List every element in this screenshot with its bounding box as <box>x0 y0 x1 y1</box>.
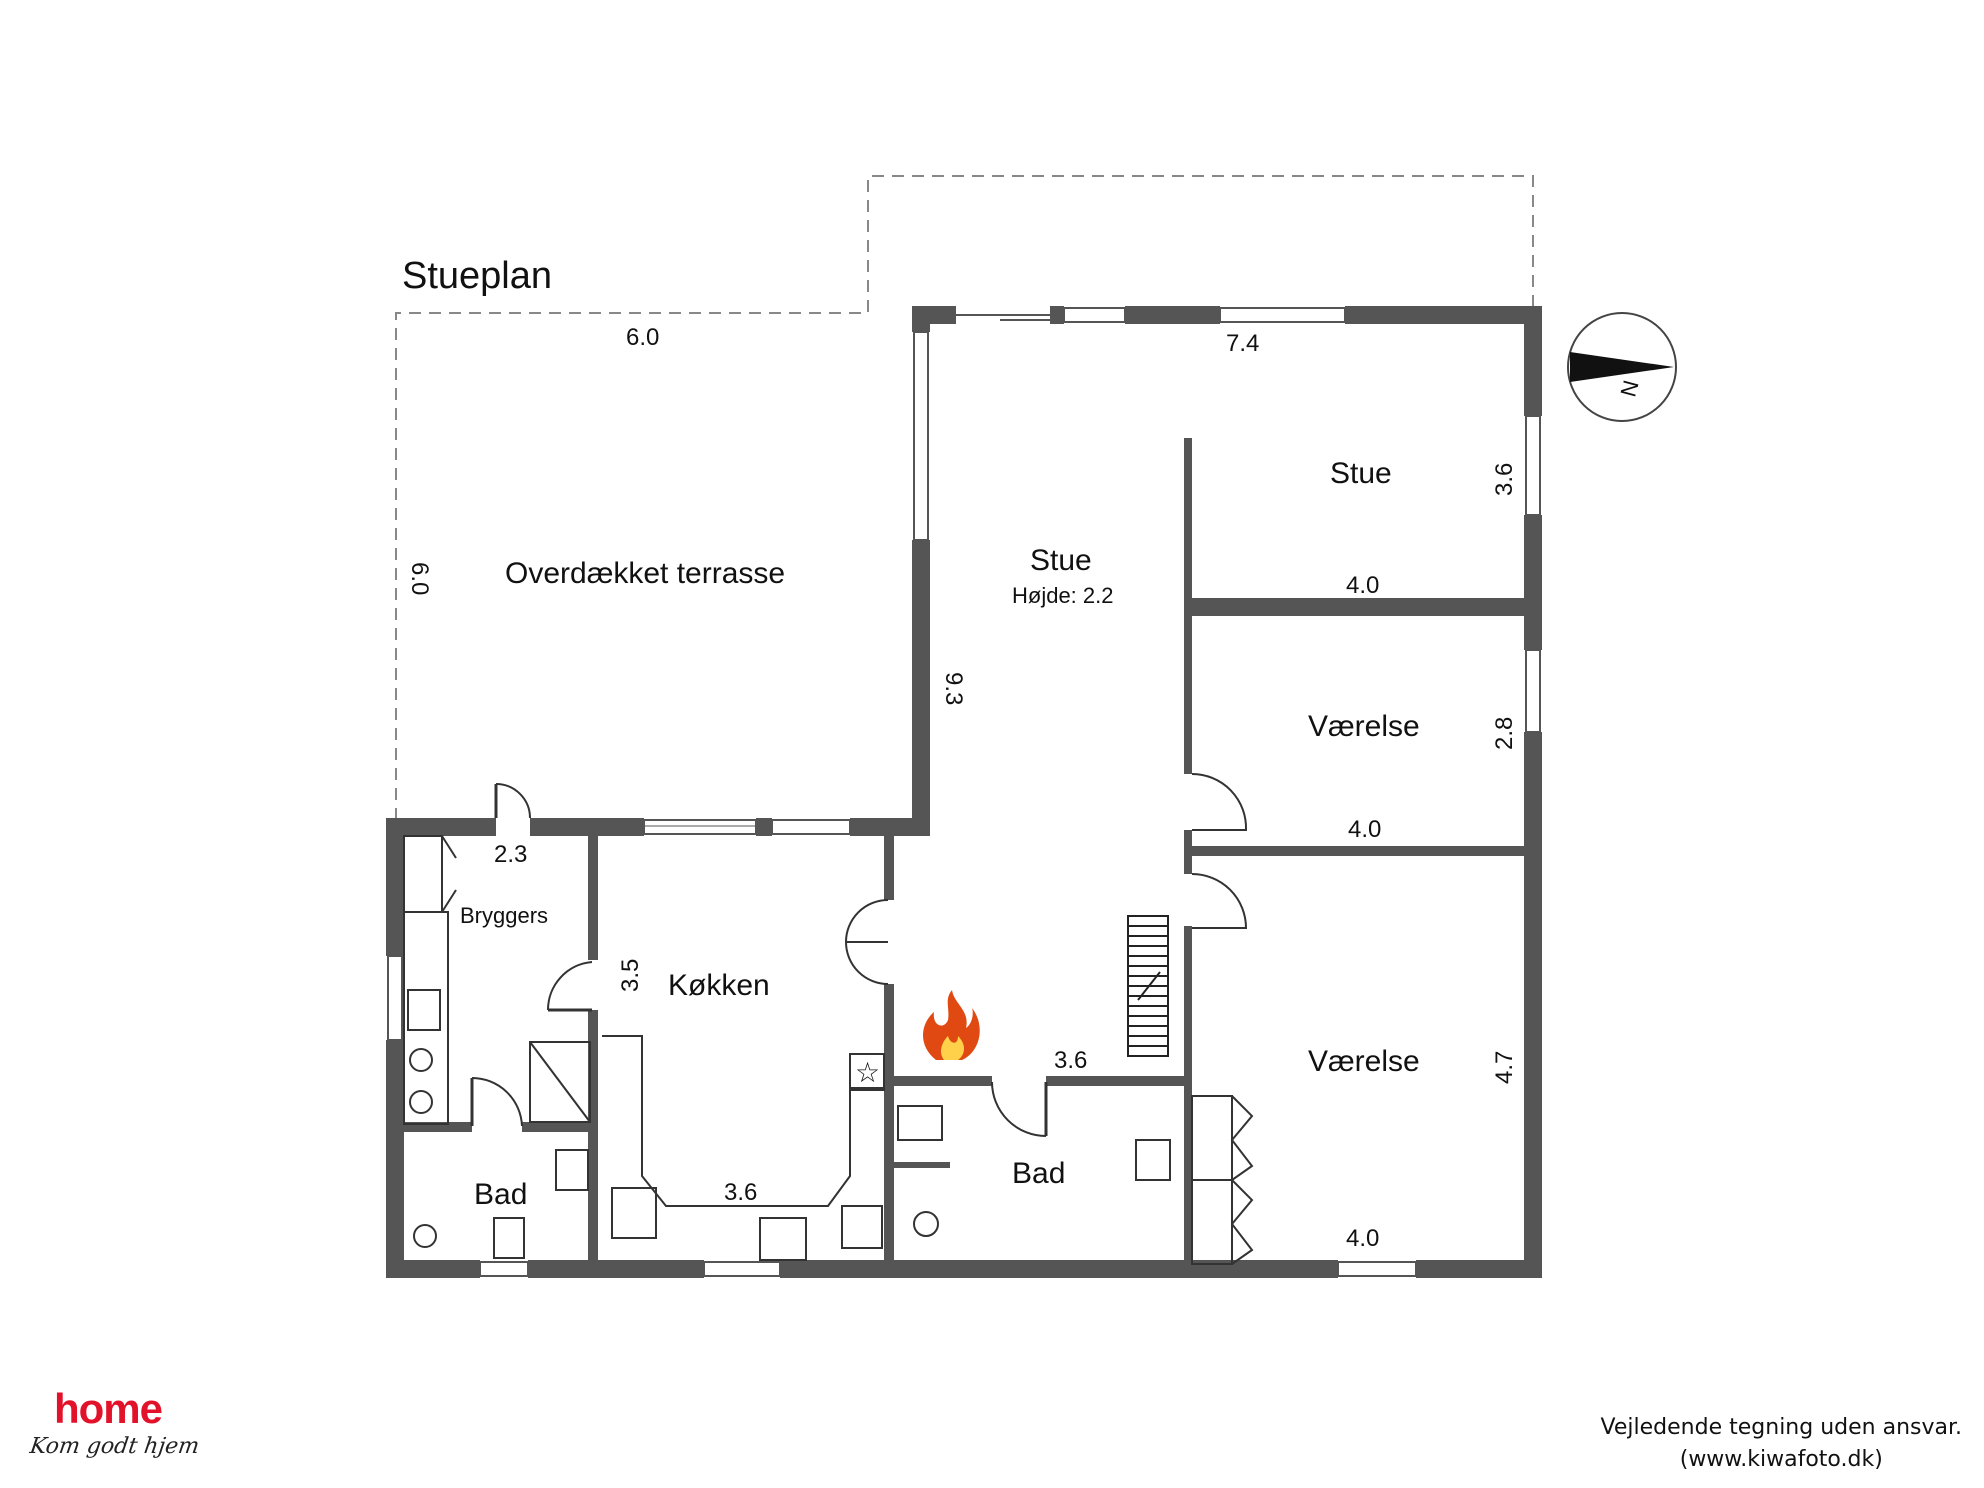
walls <box>386 306 1542 1278</box>
room-stue-label: Stue <box>1030 544 1092 577</box>
brand-logo: home Kom godt hjem <box>28 1385 201 1460</box>
room-bad1-label: Bad <box>474 1178 527 1211</box>
disclaimer: Vejledende tegning uden ansvar. (www.kiw… <box>1601 1412 1962 1476</box>
dim-terrasse-width: 6.0 <box>626 324 659 351</box>
doors <box>470 773 1248 1137</box>
dim-koekken-height: 3.5 <box>617 959 644 992</box>
dim-terrasse-height: 6.0 <box>406 562 433 595</box>
dim-koekken-width: 3.6 <box>724 1179 757 1206</box>
brand-tagline: Kom godt hjem <box>28 1434 201 1459</box>
room-vaerelse2-label: Værelse <box>1308 1045 1420 1078</box>
compass-label: N <box>1615 378 1643 400</box>
star-icon: ☆ <box>849 1053 885 1089</box>
staircase <box>1127 915 1169 1057</box>
brand-name: home <box>54 1385 163 1432</box>
room-vaerelse1-label: Værelse <box>1308 710 1420 743</box>
dim-vaerelse2-width: 4.0 <box>1346 1225 1379 1252</box>
fireplace-icon <box>923 990 980 1060</box>
room-stue-height: Højde: 2.2 <box>1012 583 1114 608</box>
disclaimer-line2: (www.kiwafoto.dk) <box>1679 1447 1883 1472</box>
disclaimer-line1: Vejledende tegning uden ansvar. <box>1600 1415 1962 1440</box>
dim-stue-bottom: 3.6 <box>1054 1047 1087 1074</box>
dim-vaerelse2-height: 4.7 <box>1491 1051 1518 1084</box>
plan-title: Stueplan <box>402 255 552 297</box>
room-bryggers-label: Bryggers <box>460 903 548 928</box>
room-koekken-label: Køkken <box>668 969 770 1002</box>
fixtures <box>403 835 1254 1265</box>
room-bad2-label: Bad <box>1012 1157 1065 1190</box>
dim-stue-width: 7.4 <box>1226 330 1259 357</box>
terrace-outline <box>395 175 1534 820</box>
compass-icon: N <box>1567 312 1677 422</box>
dim-stue-height: 9.3 <box>940 672 967 705</box>
dim-bryggers-width: 2.3 <box>494 841 527 868</box>
room-terrasse-label: Overdækket terrasse <box>505 557 785 590</box>
svg-text:☆: ☆ <box>855 1057 880 1088</box>
room-stue-small-label: Stue <box>1330 457 1392 490</box>
dim-vaerelse1-width: 4.0 <box>1348 816 1381 843</box>
dim-small-stue-width: 4.0 <box>1346 572 1379 599</box>
dim-small-stue-height: 3.6 <box>1491 463 1518 496</box>
windows <box>387 307 1541 1277</box>
dim-vaerelse1-height: 2.8 <box>1491 717 1518 750</box>
